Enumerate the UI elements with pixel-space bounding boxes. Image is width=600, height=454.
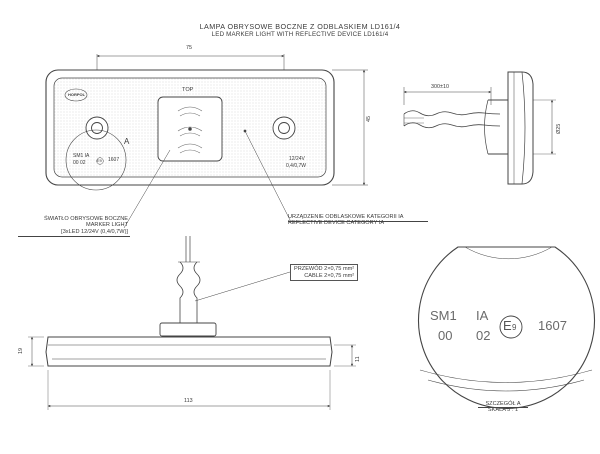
brand-logo-shape [64,88,88,102]
marking-line2: 00 02 [73,160,86,166]
screw-hole-right-inner [278,122,290,134]
callout-reflector-line2: REFLECTIVE DEVICE CATEGORY IA [288,220,385,227]
screw-hole-left [85,116,109,140]
top-label: TOP [182,87,194,93]
dim-right-label: 11 [355,356,361,362]
screw-hole-left-inner [91,122,103,134]
cable-spec-line2: CABLE 2×0,75 mm² [304,272,355,279]
cable-spec-box: PRZEWÓD 2×0,75 mm² CABLE 2×0,75 mm² [290,264,359,282]
detail-text-e-num: 9 [512,323,517,332]
dim-length-label: 113 [184,398,193,404]
screw-hole-right [272,116,296,140]
voltage-line1: 12/24V [289,156,305,162]
front-view [45,54,368,191]
detail-text-sm1: SM1 [430,308,457,323]
marking-e: E9 [97,158,102,163]
callout-light-line2: MARKER LIGHT [86,222,128,229]
cable-spec-line1: PRZEWÓD 2×0,75 mm² [294,266,355,272]
title-english: LED MARKER LIGHT WITH REFLECTIVE DEVICE … [211,31,389,38]
dim-height-label: 45 [366,116,372,122]
detail-text-1607: 1607 [538,318,567,333]
detail-text-00: 00 [438,328,453,343]
detail-a-view [417,246,596,409]
leader-lines [123,130,291,302]
detail-caption-line2: SKALA 5 : 1 [487,407,519,414]
lamp-body-outline [45,69,335,186]
side-view [403,71,556,185]
bottom-view [28,236,356,410]
callout-light-underline [18,236,130,237]
callout-reflector: URZĄDZENIE ODBLASKOWE KATEGORII IA REFLE… [288,214,404,227]
detail-marker: A [124,137,130,146]
detail-caption-line1: SZCZEGÓŁ A [485,401,521,407]
callout-light: ŚWIATŁO OBRYSOWE BOCZNE MARKER LIGHT [3x… [18,216,128,235]
voltage-line2: 0,4/0,7W [286,163,307,169]
callout-reflector-line1: URZĄDZENIE ODBLASKOWE KATEGORII IA [288,214,404,220]
detail-text-02: 02 [476,328,491,343]
e-mark-circle [499,315,523,339]
callout-reflector-underline [288,221,428,222]
marking-line1: SM1 IA [73,153,90,159]
dim-left-label: 19 [18,348,24,354]
marking-number: 1607 [108,157,120,163]
title-polish: LAMPA OBRYSOWE BOCZNE Z ODBLASKIEM LD161… [199,22,401,31]
detail-text-ia: IA [476,308,489,323]
dim-width-label: 75 [186,45,192,51]
callout-light-line1: ŚWIATŁO OBRYSOWE BOCZNE [43,216,128,222]
brand-logo: HORPOL [68,92,86,97]
dim-diameter-label: Ø25 [556,123,562,134]
callout-light-line3: [3xLED 12/24V (0,4/0,7W)] [61,228,128,235]
detail-caption-underline [478,407,528,408]
dim-cable-label: 300±10 [431,84,449,90]
detail-caption: SZCZEGÓŁ A SKALA 5 : 1 [478,401,528,414]
detail-a-circle [65,129,127,191]
detail-text-e: E [503,318,512,333]
